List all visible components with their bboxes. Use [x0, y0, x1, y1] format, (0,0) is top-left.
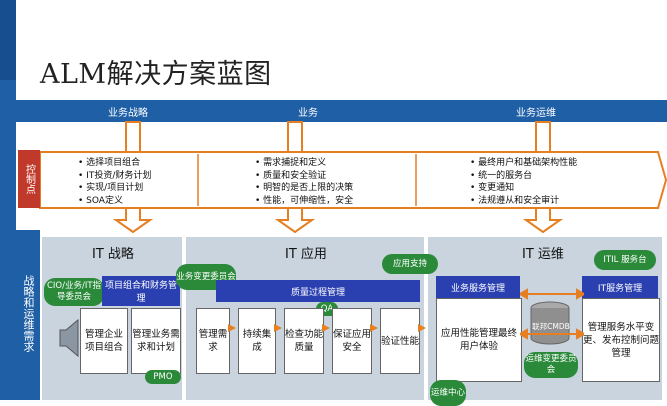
bullet-item: 法规遵从和安全审计	[470, 195, 577, 208]
box-service-management: 管理服务水平变更、发布控制问题管理	[582, 298, 660, 382]
itil-service-desk-badge: ITIL 服务台	[594, 250, 656, 270]
bullets-operations: 最终用户和基础架构性能 统一的服务台 变更通知 法规遵从和安全审计	[470, 157, 577, 207]
flow-arrows	[228, 324, 426, 332]
arrow-down-6	[522, 207, 564, 234]
control-point-label: 控制点	[18, 150, 40, 208]
box-app-2: 持续集成	[238, 308, 276, 374]
left-accent-bar-top	[0, 0, 16, 80]
section-title-operations: IT 运维	[522, 247, 564, 262]
arrow-down-5	[274, 207, 316, 234]
box-app-3: 检查功能质量	[284, 308, 324, 374]
bullet-item: SOA定义	[78, 195, 151, 208]
cmdb-label: 联邦CMDB	[532, 322, 570, 331]
side-band	[16, 230, 40, 400]
top-band: 业务战略 业务 业务运维	[16, 100, 667, 122]
box-manage-demand: 管理业务需求和计划	[131, 308, 181, 374]
bullet-item: IT投资/财务计划	[78, 170, 151, 183]
box-app-5: 验证性能	[380, 308, 420, 374]
bsm-header: 业务服务管理	[436, 276, 520, 298]
bullet-item: 最终用户和基础架构性能	[470, 157, 577, 170]
bullets-business: 需求捕捉和定义 质量和安全验证 明智的是否上限的决策 性能，可伸缩性，安全	[255, 157, 353, 207]
box-app-1: 管理需求	[196, 308, 230, 374]
section-title-application: IT 应用	[285, 247, 327, 262]
section-title-strategy: IT 战略	[92, 247, 134, 262]
side-label: 战略和运维需求	[22, 275, 35, 352]
bullets-strategy: 选择项目组合 IT投资/财务计划 实现/项目计划 SOA定义	[78, 157, 151, 207]
itsm-header: IT服务管理	[582, 276, 658, 298]
speaker-icon	[59, 318, 79, 358]
ops-center-badge: 运维中心	[430, 380, 466, 406]
quality-process-header: 质量过程管理	[216, 280, 420, 302]
pmo-badge: PMO	[145, 370, 181, 384]
band-label-business: 业务	[298, 108, 318, 119]
bullet-item: 变更通知	[470, 182, 577, 195]
app-support-badge: 应用支持	[382, 254, 438, 274]
left-accent-bar	[0, 0, 16, 400]
bullet-item: 统一的服务台	[470, 170, 577, 183]
arrow-down-4	[112, 207, 154, 234]
ops-arrows	[520, 288, 584, 340]
bullet-item: 质量和安全验证	[255, 170, 353, 183]
ops-change-committee-badge: 运维变更委员会	[524, 352, 578, 378]
page-title: ALM解决方案蓝图	[40, 59, 272, 90]
bullet-item: 选择项目组合	[78, 157, 151, 170]
box-app-4: 保证应用安全	[332, 308, 372, 374]
bullet-item: 需求捕捉和定义	[255, 157, 353, 170]
band-label-operations: 业务运维	[516, 108, 556, 119]
band-label-strategy: 业务战略	[108, 108, 148, 119]
portfolio-finance-header: 项目组合和财务管理	[102, 276, 180, 306]
box-app-performance: 应用性能管理最终用户体验	[436, 298, 522, 382]
cio-committee-badge: CIO/业务/IT指导委员会	[44, 278, 104, 306]
bullet-item: 明智的是否上限的决策	[255, 182, 353, 195]
box-manage-portfolio: 管理企业项目组合	[80, 308, 128, 374]
bullet-item: 实现/项目计划	[78, 182, 151, 195]
bullet-item: 性能，可伸缩性，安全	[255, 195, 353, 208]
